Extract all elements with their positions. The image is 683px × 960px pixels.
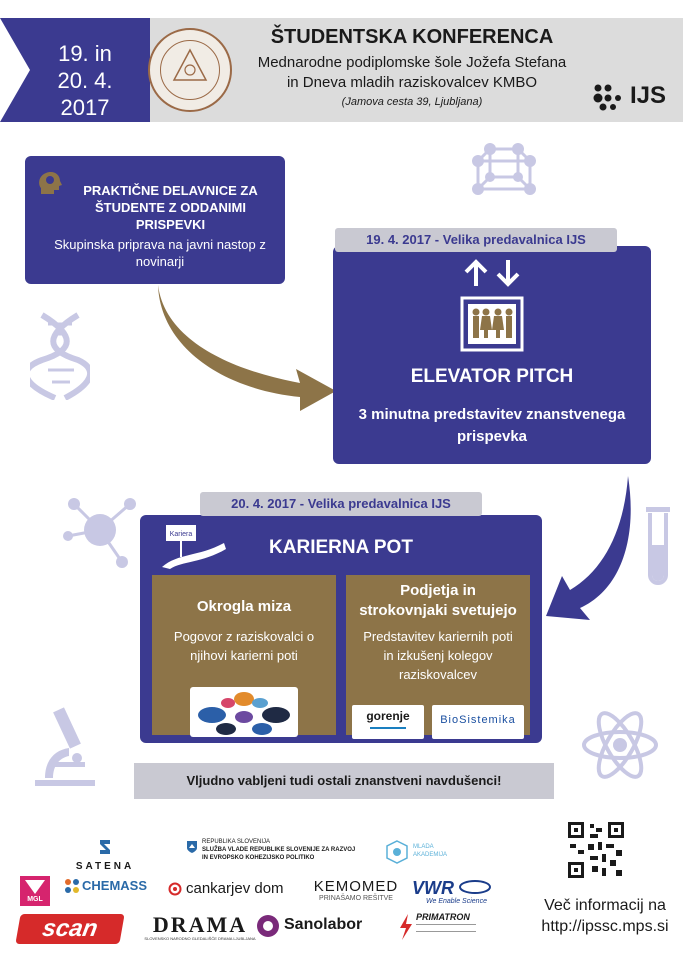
mgl-logo: MGL bbox=[20, 876, 50, 906]
elevator-pitch-subtitle: 3 minutna predstavitev znanstvenega pris… bbox=[358, 406, 626, 445]
karierna-pot-title: KARIERNA POT bbox=[269, 537, 413, 558]
elevator-people-icon bbox=[460, 296, 524, 352]
event-dates: 19. in 20. 4. 2017 bbox=[30, 40, 140, 121]
kemomed-logo: KEMOMED PRINAŠAMO REŠITVE bbox=[313, 878, 399, 902]
elevator-pitch-card: ELEVATOR PITCH 3 minutna predstavitev zn… bbox=[333, 246, 651, 464]
microscope-icon bbox=[35, 707, 95, 786]
ijs-dots-icon bbox=[593, 84, 621, 111]
header-left-notch bbox=[0, 18, 30, 122]
more-info: Več informacij na http://ipssc.mps.si bbox=[525, 895, 683, 937]
conference-address: (Jamova cesta 39, Ljubljana) bbox=[341, 96, 483, 108]
arrow-to-pitch bbox=[158, 285, 336, 411]
slovenia-crest-icon bbox=[187, 841, 197, 853]
invitation-banner: Vljudno vabljeni tudi ostali znanstveni … bbox=[134, 763, 554, 799]
event-date-1: 19. in bbox=[58, 41, 112, 66]
drama-logo: DRAMA SLOVENSKO NARODNO GLEDALIŠČE DRAMA… bbox=[144, 912, 256, 941]
podjetja-card: Podjetja in strokovnjaki svetujejo Preds… bbox=[346, 575, 530, 739]
atom-molecule-icon bbox=[63, 498, 136, 568]
okrogla-miza-text: Pogovor z raziskovalci o njihovi kariern… bbox=[173, 629, 315, 663]
gorenje-logo: gorenje bbox=[352, 705, 424, 739]
more-info-label: Več informacij na bbox=[544, 897, 666, 914]
satena-mark-icon bbox=[100, 840, 110, 854]
elevator-pitch-title: ELEVATOR PITCH bbox=[410, 366, 574, 387]
test-tube-icon bbox=[646, 507, 670, 585]
more-info-url[interactable]: http://ipssc.mps.si bbox=[541, 918, 669, 935]
mlada-akademija-icon bbox=[386, 840, 408, 864]
career-sign-text: Kariera bbox=[170, 531, 193, 538]
sanolabor-icon bbox=[257, 915, 279, 937]
vwr-swoosh-icon bbox=[459, 880, 491, 894]
ijs-logo-text: IJS bbox=[630, 82, 667, 109]
brain-head-icon bbox=[39, 171, 62, 194]
okrogla-miza-title: Okrogla miza bbox=[196, 598, 292, 615]
up-down-arrows-icon bbox=[464, 259, 520, 287]
satena-logo: SATENA bbox=[60, 838, 150, 872]
ijs-logo: IJS bbox=[592, 80, 672, 111]
primatron-bolt-icon bbox=[400, 914, 412, 940]
workshop-subtitle: Skupinska priprava na javni nastop z nov… bbox=[54, 237, 266, 269]
okrogla-miza-card: Okrogla miza Pogovor z raziskovalci o nj… bbox=[152, 575, 336, 737]
university-seal-logo bbox=[148, 28, 232, 112]
vwr-logo: VWR We Enable Science bbox=[412, 878, 512, 905]
biosistemika-logo: BioSistemika bbox=[432, 705, 524, 739]
conference-organizer-line1: Mednarodne podiplomske šole Jožefa Stefa… bbox=[257, 54, 567, 71]
workshop-card: PRAKTIČNE DELAVNICE ZA ŠTUDENTE Z ODDANI… bbox=[25, 156, 285, 284]
cube-molecule-icon bbox=[472, 143, 536, 195]
arrow-to-karierna bbox=[546, 476, 631, 620]
podjetja-text: Predstavitev kariernih poti in izkušenj … bbox=[363, 629, 513, 682]
conference-organizer-line2: in Dneva mladih raziskovalcev KMBO bbox=[286, 74, 538, 91]
conference-title: ŠTUDENTSKA KONFERENCA bbox=[270, 26, 554, 48]
chemass-dots-icon bbox=[65, 879, 79, 893]
cankarjev-c-icon bbox=[168, 882, 182, 896]
day2-tag: 20. 4. 2017 - Velika predavalnica IJS bbox=[200, 492, 482, 516]
scan-logo: scan bbox=[15, 914, 125, 944]
discussion-bubbles-image bbox=[190, 687, 298, 737]
dna-icon bbox=[30, 312, 90, 400]
workshop-title: PRAKTIČNE DELAVNICE ZA ŠTUDENTE Z ODDANI… bbox=[83, 183, 258, 232]
podjetja-title: Podjetja in strokovnjaki svetujejo bbox=[359, 582, 517, 619]
career-road-sign-icon: Kariera bbox=[162, 525, 226, 569]
qr-code[interactable] bbox=[566, 820, 626, 880]
day1-tag: 19. 4. 2017 - Velika predavalnica IJS bbox=[335, 228, 617, 252]
event-date-2: 20. 4. 2017 bbox=[57, 68, 113, 120]
karierna-pot-card: Kariera KARIERNA POT Okrogla miza Pogovo… bbox=[140, 515, 542, 743]
atom-icon bbox=[582, 711, 658, 779]
